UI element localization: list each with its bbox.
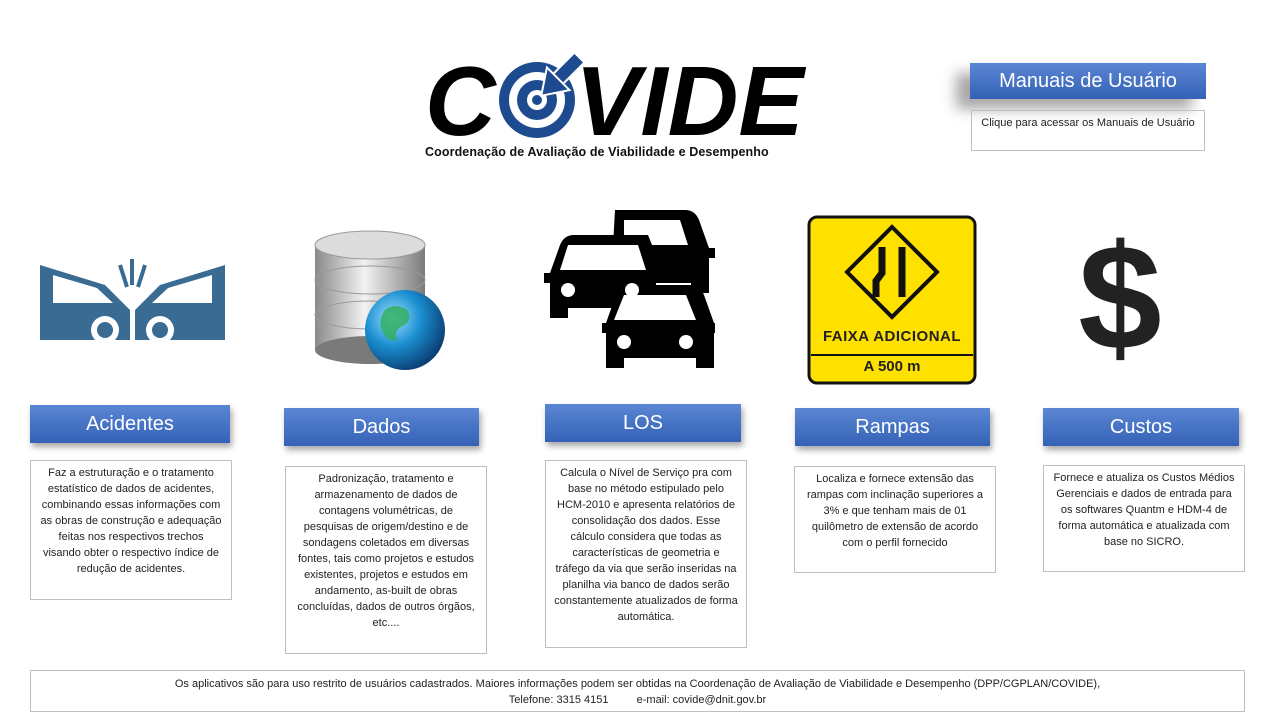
car-crash-icon xyxy=(35,255,230,355)
manuals-description: Clique para acessar os Manuais de Usuári… xyxy=(971,110,1205,151)
footer-contact: Os aplicativos são para uso restrito de … xyxy=(30,670,1245,712)
custos-description: Fornece e atualiza os Custos Médios Gere… xyxy=(1043,465,1245,572)
database-globe-icon xyxy=(305,225,450,375)
custos-button[interactable]: Custos xyxy=(1043,408,1239,446)
footer-contact-line: Telefone: 3315 4151 e-mail: covide@dnit.… xyxy=(31,692,1244,708)
sign-text-line1: FAIXA ADICIONAL xyxy=(822,328,962,345)
sign-text-line2: A 500 m xyxy=(863,358,921,375)
dados-description: Padronização, tratamento e armazenamento… xyxy=(285,466,487,654)
acidentes-description: Faz a estruturação e o tratamento estatí… xyxy=(30,460,232,600)
footer-email[interactable]: e-mail: covide@dnit.gov.br xyxy=(636,694,767,706)
logo-subtitle: Coordenação de Avaliação de Viabilidade … xyxy=(425,145,769,159)
dados-button[interactable]: Dados xyxy=(284,408,479,446)
covide-logo: C VIDE xyxy=(425,30,835,165)
road-sign-icon: FAIXA ADICIONAL A 500 m xyxy=(807,215,977,385)
svg-text:C: C xyxy=(425,46,497,150)
rampas-description: Localiza e fornece extensão das rampas c… xyxy=(794,466,996,573)
footer-text: Os aplicativos são para uso restrito de … xyxy=(174,678,1101,690)
footer-phone: Telefone: 3315 4151 xyxy=(508,694,609,706)
acidentes-button[interactable]: Acidentes xyxy=(30,405,230,443)
los-description: Calcula o Nível de Serviço pra com base … xyxy=(545,460,747,648)
rampas-button[interactable]: Rampas xyxy=(795,408,990,446)
los-button[interactable]: LOS xyxy=(545,404,741,442)
dollar-icon: $ xyxy=(1078,213,1162,381)
traffic-cars-icon xyxy=(540,200,715,380)
logo-text: VIDE xyxy=(575,46,806,150)
manuals-button[interactable]: Manuais de Usuário xyxy=(970,63,1206,99)
